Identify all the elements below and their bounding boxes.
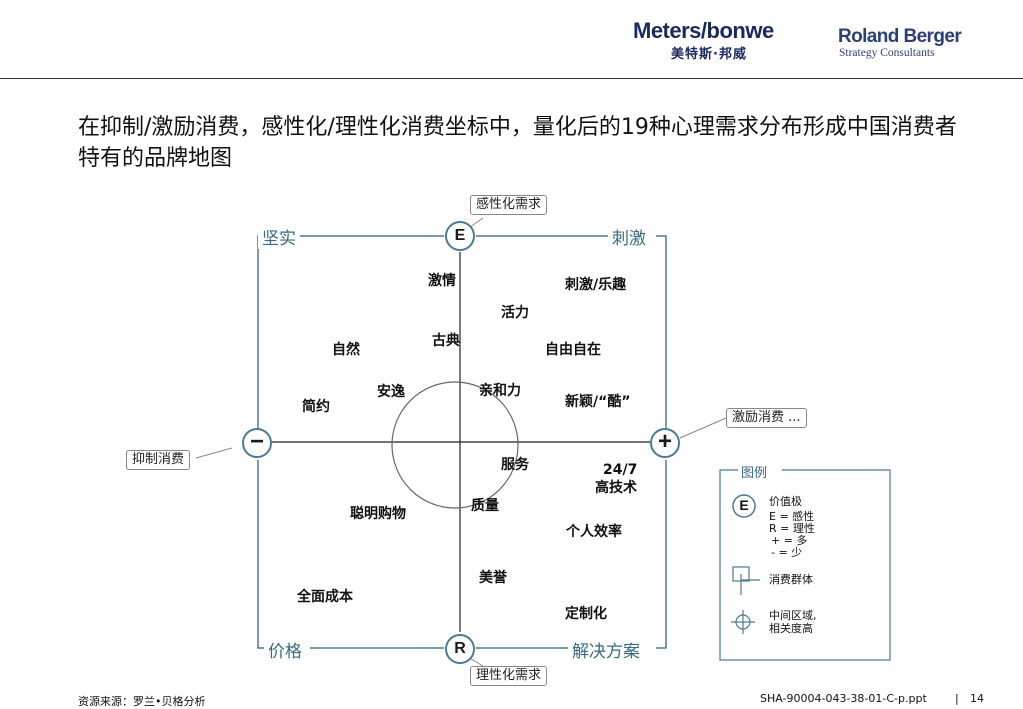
page-title: 在抑制/激励消费，感性化/理性化消费坐标中，量化后的19种心理需求分布形成中国消… bbox=[78, 115, 957, 171]
callout-stimulate-consumption: 激励消费 ... bbox=[726, 408, 807, 428]
quadrant-label-solution: 解决方案 bbox=[568, 637, 644, 662]
need-high-tech: 高技术 bbox=[595, 480, 637, 496]
legend-frame bbox=[719, 469, 891, 661]
callout-suppress-consumption: 抑制消费 bbox=[126, 450, 191, 470]
callout-emotional-need: 感性化需求 bbox=[470, 195, 548, 215]
need-natural: 自然 bbox=[332, 342, 360, 358]
meters-bonwe-logo: Meters/bonwe 美特斯·邦威 bbox=[633, 18, 803, 62]
frame-corner-bottom-right bbox=[656, 638, 667, 649]
pole-minus: − bbox=[242, 428, 272, 458]
pole-plus: + bbox=[650, 428, 680, 458]
need-carefree: 自由自在 bbox=[545, 342, 601, 358]
need-comfort: 安逸 bbox=[377, 384, 405, 400]
need-24-7: 24/7 bbox=[603, 462, 638, 478]
legend-title: 图例 bbox=[738, 462, 771, 481]
legend-pole-heading: 价值极 bbox=[769, 495, 802, 508]
need-vitality: 活力 bbox=[501, 305, 529, 321]
legend-pole-line-plus: + = 多 bbox=[771, 534, 808, 547]
footer-page-number: 14 bbox=[970, 692, 984, 705]
need-stimulation-fun: 刺激/乐趣 bbox=[565, 277, 627, 293]
footer-doc-id: SHA-90004-043-38-01-C-p.ppt bbox=[760, 692, 927, 705]
quadrant-label-solid: 坚实 bbox=[258, 224, 300, 249]
need-service: 服务 bbox=[501, 457, 529, 473]
right-callout-leader bbox=[679, 417, 727, 439]
consultant-name: Roland Berger bbox=[838, 26, 962, 47]
legend-pole-line-e: E = 感性 bbox=[769, 510, 815, 523]
roland-berger-logo: Roland Berger Strategy Consultants bbox=[838, 26, 968, 64]
brand-name-en: Meters/bonwe bbox=[633, 18, 774, 43]
need-reputation: 美誉 bbox=[479, 570, 507, 586]
left-callout-leader bbox=[195, 447, 233, 459]
legend-pole-symbol: E bbox=[739, 497, 749, 513]
need-simplicity: 简约 bbox=[302, 399, 330, 415]
header-divider bbox=[0, 78, 1023, 79]
legend-cluster-text: 消费群体 bbox=[769, 573, 813, 586]
legend-pole-line-r: R = 理性 bbox=[769, 522, 815, 535]
quadrant-label-price: 价格 bbox=[264, 637, 306, 662]
consultant-subtitle: Strategy Consultants bbox=[839, 47, 935, 59]
footer-separator: | bbox=[955, 692, 959, 705]
center-relevance-circle bbox=[391, 381, 519, 509]
need-total-cost: 全面成本 bbox=[297, 589, 353, 605]
need-quality: 质量 bbox=[471, 498, 499, 514]
need-affinity: 亲和力 bbox=[479, 383, 521, 399]
need-smart-shopping: 聪明购物 bbox=[350, 506, 406, 522]
need-novel-cool: 新颖/“酷” bbox=[565, 394, 631, 410]
pole-rational: R bbox=[445, 634, 475, 664]
legend-center-line-2: 相关度高 bbox=[769, 622, 813, 635]
need-personal-efficiency: 个人效率 bbox=[566, 524, 622, 540]
callout-rational-need: 理性化需求 bbox=[470, 666, 548, 686]
legend-pole-line-minus: - = 少 bbox=[771, 546, 803, 559]
need-passion: 激情 bbox=[428, 273, 456, 289]
legend-pole-circle bbox=[732, 494, 756, 518]
need-customization: 定制化 bbox=[565, 606, 607, 622]
footer-source: 资源来源：罗兰•贝格分析 bbox=[78, 695, 206, 708]
pole-emotional: E bbox=[445, 221, 475, 251]
brand-name-cn: 美特斯·邦威 bbox=[671, 47, 747, 62]
legend-center-line-1: 中间区域, bbox=[769, 609, 817, 622]
quadrant-label-stimulation: 刺激 bbox=[608, 224, 650, 249]
frame-corner-top-right bbox=[656, 235, 667, 246]
need-classic: 古典 bbox=[432, 333, 460, 349]
